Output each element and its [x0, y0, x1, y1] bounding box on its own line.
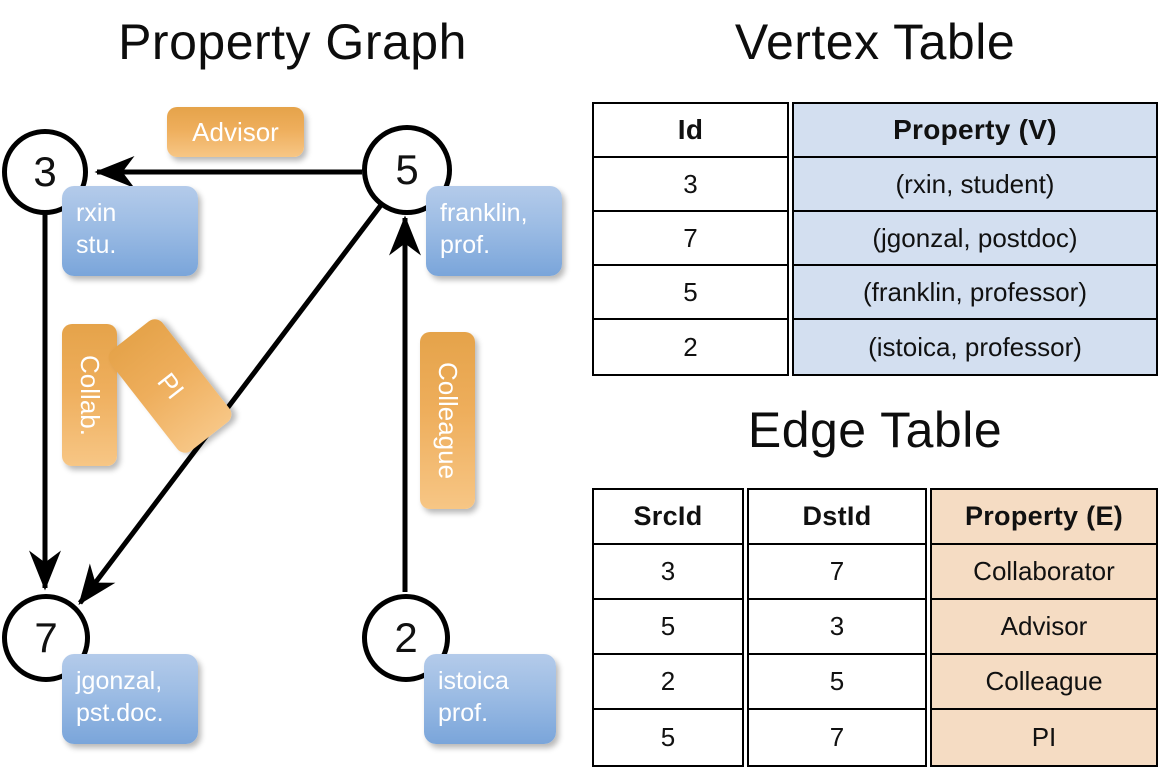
vertex-table-header-id: Id [594, 104, 787, 158]
edge-line-5-to-7 [78, 203, 383, 605]
node-property-box-7[interactable]: jgonzal, pst.doc. [62, 654, 198, 744]
node-property-box-5[interactable]: franklin, prof. [426, 186, 562, 276]
property-graph-diagram: 3 5 7 2 rxin stu. franklin, prof. jgonza… [0, 0, 585, 760]
vertex-table-column-property: Property (V) (rxin, student) (jgonzal, p… [792, 102, 1158, 376]
vertex-table-cell-id-0: 3 [594, 158, 787, 212]
node-property-7-line1: jgonzal, [76, 667, 163, 695]
edge-table-cell-dst-2: 5 [749, 655, 925, 710]
edge-table-cell-property-0: Collaborator [932, 545, 1156, 600]
vertex-table-cell-id-2: 5 [594, 266, 787, 320]
graph-node-3-label: 3 [33, 148, 57, 195]
edge-label-advisor[interactable]: Advisor [167, 107, 304, 157]
edge-table-cell-dst-0: 7 [749, 545, 925, 600]
node-property-2-line1: istoica [438, 667, 509, 695]
node-property-3-line2: stu. [76, 231, 117, 259]
page-title-property-graph: Property Graph [118, 14, 467, 70]
graph-node-5-label: 5 [395, 146, 419, 193]
edge-label-advisor-text: Advisor [192, 116, 279, 147]
edge-table-cell-property-1: Advisor [932, 600, 1156, 655]
edge-table-cell-property-2: Colleague [932, 655, 1156, 710]
graph-node-2[interactable]: 2 [362, 594, 450, 682]
edge-table-header-property: Property (E) [932, 490, 1156, 545]
vertex-table: Id 3 7 5 2 Property (V) (rxin, student) … [592, 102, 1158, 376]
vertex-table-column-id: Id 3 7 5 2 [592, 102, 789, 376]
edge-table-header-srcid: SrcId [594, 490, 742, 545]
vertex-table-cell-property-2: (franklin, professor) [794, 266, 1156, 320]
page-title-edge-table: Edge Table [747, 402, 1003, 458]
edge-table-column-dstid: DstId 7 3 5 7 [747, 488, 927, 767]
graph-node-5[interactable]: 5 [362, 125, 452, 215]
edge-table-cell-property-3: PI [1031, 722, 1057, 752]
vertex-table-cell-property-3: (istoica, professor) [868, 331, 1082, 362]
node-property-7-line2: pst.doc. [76, 699, 164, 727]
edge-table-cell-dst-3: 7 [829, 722, 845, 752]
edge-table-cell-src-0: 3 [594, 545, 742, 600]
node-property-3-line1: rxin [76, 199, 117, 227]
graph-edge-lines [29, 156, 421, 605]
edge-table-cell-src-2: 2 [594, 655, 742, 710]
vertex-table-cell-id-3: 2 [683, 331, 698, 362]
edge-label-colleague-text: Colleague [433, 361, 463, 480]
node-property-5-line2: prof. [440, 231, 491, 259]
edge-table-cell-dst-1: 3 [749, 600, 925, 655]
edge-table-column-srcid: SrcId 3 5 2 5 [592, 488, 744, 767]
edge-table-cell-src-3: 5 [660, 722, 676, 752]
node-property-box-2[interactable]: istoica prof. [424, 654, 556, 744]
node-property-2-line2: prof. [438, 699, 489, 727]
edge-table-column-property: Property (E) Collaborator Advisor Collea… [930, 488, 1158, 767]
edge-label-pi-text: PI [151, 366, 190, 405]
edge-label-colleague[interactable]: Colleague [420, 332, 475, 509]
edge-label-collab[interactable]: Collab. [62, 324, 117, 466]
page-title-vertex-table: Vertex Table [734, 14, 1016, 70]
edge-label-collab-text: Collab. [75, 354, 105, 436]
vertex-table-cell-property-1: (jgonzal, postdoc) [794, 212, 1156, 266]
graph-node-7-label: 7 [34, 614, 58, 661]
node-property-5-line1: franklin, [440, 199, 528, 227]
edge-table: SrcId 3 5 2 5 DstId 7 3 5 7 Property (E)… [592, 488, 1158, 767]
vertex-table-cell-id-1: 7 [594, 212, 787, 266]
node-property-box-3[interactable]: rxin stu. [62, 186, 198, 276]
graph-node-2-label: 2 [394, 614, 418, 661]
vertex-table-header-property: Property (V) [794, 104, 1156, 158]
edge-table-cell-src-1: 5 [594, 600, 742, 655]
vertex-table-cell-property-0: (rxin, student) [794, 158, 1156, 212]
edge-table-header-dstid: DstId [749, 490, 925, 545]
